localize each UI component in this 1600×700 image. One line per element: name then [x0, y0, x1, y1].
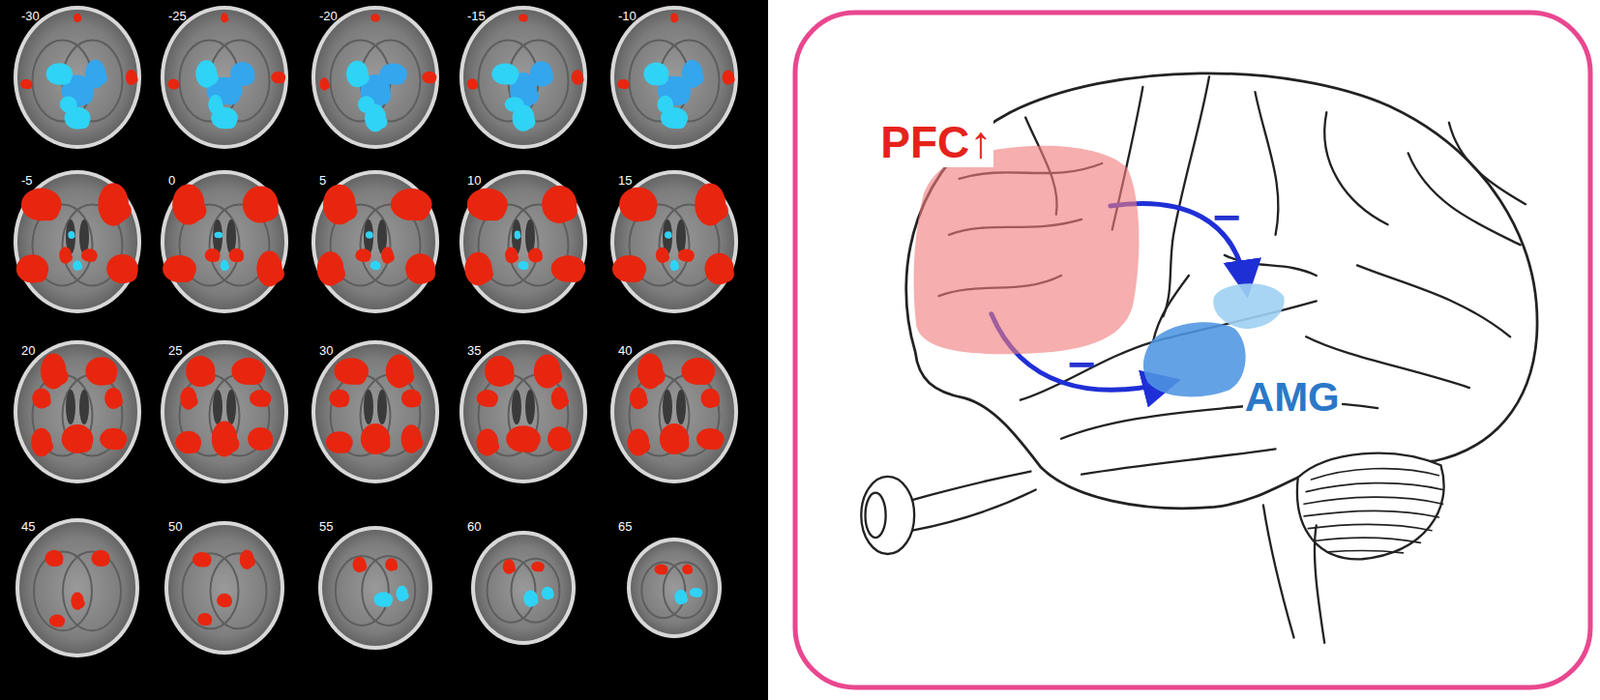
pfc-region: PFC↑	[872, 112, 1144, 357]
pink-frame	[795, 12, 1591, 688]
slice-number: 65	[618, 520, 632, 534]
slice-number: -5	[21, 174, 33, 187]
slice-number: -30	[21, 9, 40, 23]
slice-number: 30	[319, 344, 333, 357]
brain-slice	[610, 340, 739, 484]
brain-slice	[626, 537, 722, 639]
brain-slice	[13, 340, 142, 484]
inhibition-sign: −	[1211, 197, 1245, 237]
slice-number: 5	[319, 174, 326, 187]
brain-slice	[311, 340, 440, 484]
brain-slice	[471, 531, 576, 646]
brain-slice	[311, 170, 440, 314]
brain-slice	[311, 5, 440, 149]
slice-number: 25	[168, 344, 182, 357]
brain-slice	[459, 170, 588, 314]
slice-number: 15	[618, 174, 632, 187]
slice-number: -25	[168, 9, 187, 23]
brain-slice	[160, 170, 289, 314]
slice-number: 50	[168, 520, 182, 534]
brain-slice	[318, 526, 433, 651]
brain-slice	[13, 5, 142, 149]
slice-number: 55	[319, 520, 333, 534]
brain-slice	[15, 518, 140, 658]
slice-number: 10	[467, 174, 481, 187]
slice-number: 0	[168, 174, 176, 187]
brain-slice	[610, 170, 739, 314]
brain-slice	[160, 340, 289, 484]
slice-number: 40	[618, 344, 632, 357]
slice-number: 20	[21, 344, 35, 357]
slice-number: 35	[467, 344, 481, 357]
brain-slice	[459, 5, 588, 149]
brain-slice	[13, 170, 142, 314]
region-label: AMG	[1243, 375, 1342, 420]
slice-number: 60	[467, 520, 481, 534]
brain-slice	[164, 521, 285, 655]
inhibition-sign: −	[1065, 344, 1098, 384]
slice-number: -20	[319, 9, 338, 23]
brain-slice	[160, 5, 289, 149]
amygdala-region: AMG	[1134, 273, 1368, 429]
brain-slice	[610, 5, 739, 149]
black-panel	[0, 0, 769, 700]
slice-number: -10	[618, 9, 637, 23]
slice-number: -15	[467, 9, 486, 23]
region-label: PFC↑	[878, 118, 994, 168]
brain-slice	[459, 340, 588, 484]
slice-number: 45	[21, 520, 35, 534]
